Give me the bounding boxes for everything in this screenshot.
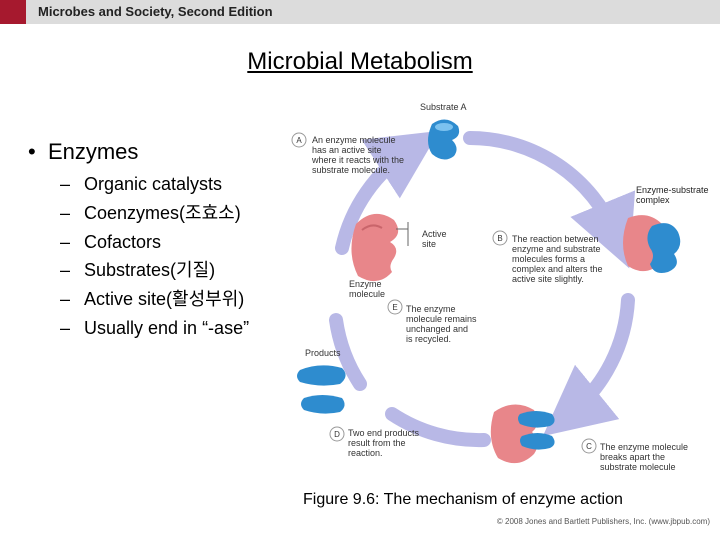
enzyme-breaking-substrate bbox=[490, 404, 555, 464]
list-item-text: Usually end in “-ase” bbox=[84, 317, 250, 338]
step-d: D Two end products result from the react… bbox=[329, 426, 420, 458]
list-item: –Active site(활성부위) bbox=[60, 285, 249, 314]
dash: – bbox=[60, 202, 71, 223]
step-e-text-line: The enzyme bbox=[406, 304, 456, 314]
enzyme-molecule-label-line1: Enzyme bbox=[349, 279, 382, 289]
cycle-arc-a-to-b bbox=[463, 131, 636, 269]
list-item: –Organic catalysts bbox=[60, 170, 249, 199]
active-site-label-line1: Active bbox=[422, 229, 447, 239]
list-item: –Cofactors bbox=[60, 228, 249, 257]
step-b-text-line: enzyme and substrate bbox=[512, 244, 601, 254]
step-d-letter: D bbox=[334, 430, 340, 439]
step-c: C The enzyme molecule breaks apart the s… bbox=[581, 438, 688, 472]
dash: – bbox=[60, 289, 71, 310]
step-b-text-line: active site slightly. bbox=[512, 274, 584, 284]
step-c-text-line: substrate molecule bbox=[600, 462, 676, 472]
step-b-letter: B bbox=[497, 234, 502, 243]
cycle-arc-d-to-products bbox=[329, 313, 367, 391]
cycle-arc-e-to-a bbox=[335, 130, 440, 255]
cycle-arc-b-to-c bbox=[542, 293, 635, 437]
header-bar bbox=[0, 0, 720, 24]
step-c-text-line: The enzyme molecule bbox=[600, 442, 688, 452]
slide-title: Microbial Metabolism bbox=[247, 48, 473, 75]
step-b-text-line: molecules forms a bbox=[512, 254, 585, 264]
book-title: Microbes and Society, Second Edition bbox=[38, 4, 273, 19]
product-molecule-1 bbox=[297, 365, 346, 386]
sub-bullet-list: –Organic catalysts –Coenzymes(조효소) –Cofa… bbox=[60, 170, 249, 343]
list-item: –Coenzymes(조효소) bbox=[60, 199, 249, 228]
complex-label-line1: Enzyme-substrate bbox=[636, 185, 709, 195]
step-b-text-line: complex and alters the bbox=[512, 264, 603, 274]
bullet-enzymes: • Enzymes bbox=[28, 139, 138, 165]
dash: – bbox=[60, 231, 71, 252]
step-a: A An enzyme molecule has an active site … bbox=[291, 132, 404, 175]
products-label: Products bbox=[305, 348, 341, 358]
enzyme-molecule-label-line2: molecule bbox=[349, 289, 385, 299]
step-a-text-line: where it reacts with the bbox=[311, 155, 404, 165]
step-d-text-line: Two end products bbox=[348, 428, 420, 438]
list-item: –Substrates(기질) bbox=[60, 256, 249, 285]
dash: – bbox=[60, 317, 71, 338]
step-e-text-line: molecule remains bbox=[406, 314, 477, 324]
dash: – bbox=[60, 174, 71, 194]
active-site-label-line2: site bbox=[422, 239, 436, 249]
step-d-text-line: reaction. bbox=[348, 448, 383, 458]
step-d-text-line: result from the bbox=[348, 438, 406, 448]
header-accent bbox=[0, 0, 26, 24]
list-item-text: Cofactors bbox=[84, 231, 162, 252]
step-e-letter: E bbox=[392, 303, 397, 312]
bullet-text: Enzymes bbox=[47, 139, 139, 164]
step-c-text-line: breaks apart the bbox=[600, 452, 665, 462]
product-molecule-2 bbox=[301, 395, 345, 414]
step-b: B The reaction between enzyme and substr… bbox=[492, 230, 603, 284]
step-e-text-line: unchanged and bbox=[406, 324, 468, 334]
list-item-text: Coenzymes(조효소) bbox=[84, 202, 241, 223]
step-e-text-line: is recycled. bbox=[406, 334, 451, 344]
substrate-a-molecule bbox=[428, 119, 460, 160]
enzyme-substrate-complex bbox=[623, 215, 681, 273]
list-item-text: Organic catalysts bbox=[84, 174, 223, 194]
list-item-text: Substrates(기질) bbox=[84, 260, 216, 281]
cycle-arc-c-to-d bbox=[385, 407, 491, 448]
copyright-notice: © 2008 Jones and Bartlett Publishers, In… bbox=[496, 517, 710, 526]
complex-label-line2: complex bbox=[636, 195, 670, 205]
step-c-letter: C bbox=[586, 442, 592, 451]
step-b-text-line: The reaction between bbox=[512, 234, 599, 244]
substrate-a-label: Substrate A bbox=[420, 102, 467, 112]
step-a-text-line: An enzyme molecule bbox=[312, 135, 396, 145]
step-e: E The enzyme molecule remains unchanged … bbox=[387, 299, 477, 344]
step-a-letter: A bbox=[296, 136, 302, 145]
enzyme-molecule bbox=[351, 213, 399, 282]
step-a-text-line: substrate molecule. bbox=[312, 165, 390, 175]
cycle-ring bbox=[329, 130, 636, 448]
list-item: –Usually end in “-ase” bbox=[60, 314, 249, 343]
bullet-symbol: • bbox=[28, 139, 36, 164]
figure-caption: Figure 9.6: The mechanism of enzyme acti… bbox=[303, 491, 623, 508]
dash: – bbox=[60, 260, 71, 281]
step-a-text-line: has an active site bbox=[312, 145, 382, 155]
list-item-text: Active site(활성부위) bbox=[84, 289, 245, 310]
